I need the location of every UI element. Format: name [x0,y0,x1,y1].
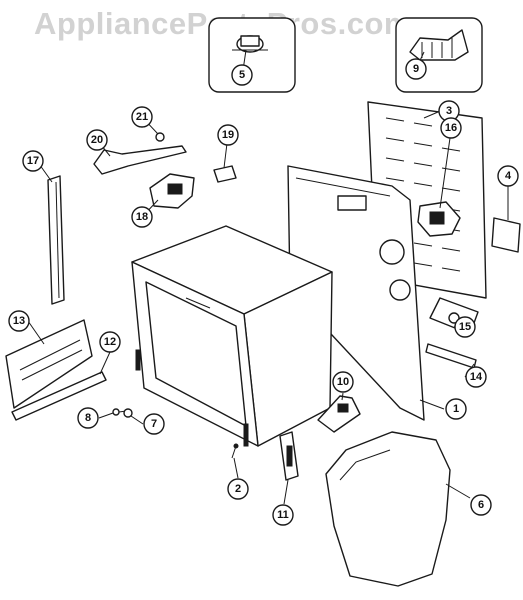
svg-text:15: 15 [459,321,471,333]
callout-8: 8 [77,407,99,429]
part-14-rail [425,343,477,369]
part-2-screw [231,443,239,459]
part-19-clip [213,165,237,183]
callout-2: 2 [227,478,249,500]
callout-19: 19 [217,124,239,146]
callout-6: 6 [470,494,492,516]
part-4-plate [491,217,521,253]
svg-text:4: 4 [505,170,512,182]
svg-text:11: 11 [277,509,289,521]
svg-text:5: 5 [239,69,245,81]
part-20-bracket-arm [93,145,187,175]
callout-1: 1 [445,398,467,420]
svg-text:18: 18 [136,211,148,223]
svg-text:20: 20 [91,134,103,146]
svg-text:16: 16 [445,122,457,134]
callout-20: 20 [86,129,108,151]
part-9-inset [395,17,483,93]
callout-18: 18 [131,206,153,228]
callout-4: 4 [497,165,519,187]
svg-text:13: 13 [13,315,25,327]
part-21-screw [155,132,165,142]
part-7-nut [123,408,133,418]
callout-16: 16 [440,117,462,139]
svg-text:12: 12 [104,336,116,348]
callout-17: 17 [22,150,44,172]
svg-text:21: 21 [136,111,148,123]
svg-text:10: 10 [337,376,349,388]
callout-15: 15 [454,316,476,338]
part-12-trim-strip [11,371,107,421]
part-11-hinge-receiver [279,431,299,481]
svg-text:19: 19 [222,129,234,141]
svg-text:9: 9 [413,63,419,75]
svg-text:8: 8 [85,412,91,424]
svg-text:14: 14 [470,371,483,383]
callout-10: 10 [332,371,354,393]
part-17-vertical-rail [47,175,65,305]
callout-21: 21 [131,106,153,128]
callout-7: 7 [143,413,165,435]
callout-12: 12 [99,331,121,353]
svg-text:6: 6 [478,499,484,511]
svg-text:1: 1 [453,403,459,415]
callout-9: 9 [405,58,427,80]
callout-13: 13 [8,310,30,332]
part-13-bottom-panel [5,319,93,409]
part-6-insulation [325,431,451,587]
part-10-hinge [317,395,361,433]
part-16-bracket [417,201,461,237]
callout-5: 5 [231,64,253,86]
callout-11: 11 [272,504,294,526]
svg-text:7: 7 [151,418,157,430]
callout-14: 14 [465,366,487,388]
svg-text:17: 17 [27,155,39,167]
svg-text:3: 3 [446,105,452,117]
svg-text:2: 2 [235,483,241,495]
oven-cavity-box [131,225,333,447]
part-5-inset [208,17,296,93]
part-18-latch [149,173,195,209]
